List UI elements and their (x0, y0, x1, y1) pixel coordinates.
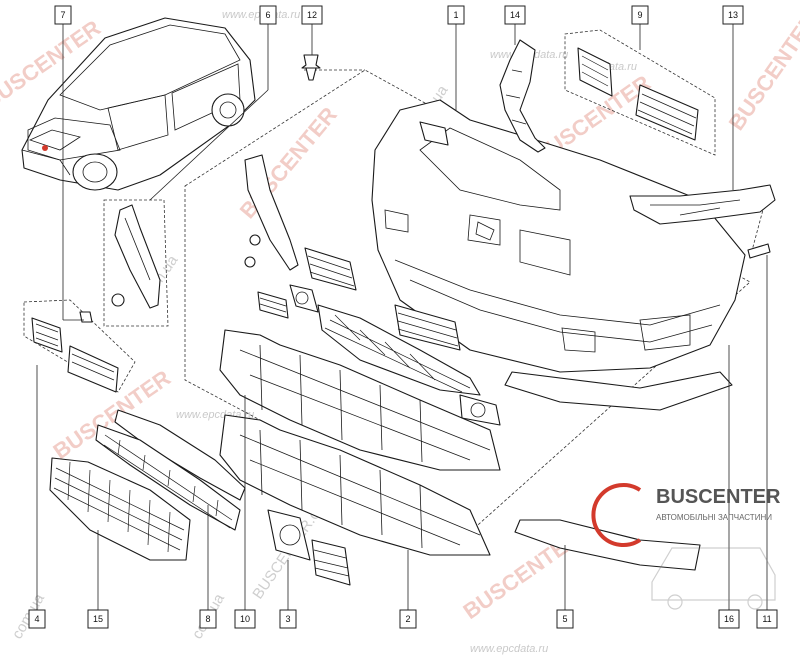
left-trim-strip (244, 154, 299, 271)
svg-text:14: 14 (510, 10, 520, 20)
svg-text:16: 16 (724, 614, 734, 624)
svg-text:12: 12 (307, 10, 317, 20)
clip-12 (301, 54, 321, 81)
car-illustration (21, 17, 256, 191)
watermark-brand: BUSCENTER (724, 8, 800, 135)
side-trim-frame (103, 199, 169, 327)
svg-text:8: 8 (205, 614, 210, 624)
callout-5: 5 (556, 609, 574, 629)
callout-4: 4 (28, 609, 46, 629)
upper-grilles (577, 47, 699, 141)
leader-lines (36, 24, 768, 610)
svg-text:13: 13 (728, 10, 738, 20)
callout-16: 16 (718, 609, 740, 629)
side-grilles (257, 247, 501, 443)
upper-grille-frame (564, 29, 716, 156)
svg-text:15: 15 (93, 614, 103, 624)
callout-14: 14 (504, 5, 526, 25)
front-bumper (371, 99, 746, 373)
callout-12: 12 (301, 5, 323, 25)
absorber-lower (219, 414, 491, 556)
callout-6: 6 (259, 5, 277, 25)
logo-subtitle: АВТОМОБІЛЬНІ ЗАПЧАСТИНИ (656, 513, 772, 522)
svg-text:9: 9 (637, 10, 642, 20)
side-strip-5 (514, 519, 701, 571)
callout-8: 8 (199, 609, 217, 629)
callout-7: 7 (54, 5, 72, 25)
side-trim (111, 204, 161, 309)
callout-10: 10 (234, 609, 256, 629)
fog-lamp-grilles (267, 509, 351, 586)
car-badge-icon (42, 145, 48, 151)
callout-9: 9 (631, 5, 649, 25)
callout-2: 2 (399, 609, 417, 629)
absorber-upper (219, 329, 501, 471)
svg-text:11: 11 (762, 614, 771, 624)
buscenter-logo: BUSCENTER АВТОМОБІЛЬНІ ЗАПЧАСТИНИ (591, 483, 781, 610)
callout-15: 15 (87, 609, 109, 629)
fog-grilles (31, 311, 119, 393)
bumper-lip (504, 371, 733, 411)
side-bracket (499, 39, 546, 153)
grille-strip-mid (114, 409, 246, 501)
svg-text:6: 6 (265, 10, 270, 20)
svg-text:10: 10 (240, 614, 250, 624)
svg-text:5: 5 (562, 614, 567, 624)
callout-11: 11 (756, 609, 778, 629)
bus-icon (651, 547, 776, 610)
fog-grille-frame (23, 299, 136, 393)
grille-strip-upper (317, 304, 481, 396)
bolt-11 (747, 243, 771, 259)
logo-mark-icon (591, 483, 642, 547)
main-assembly-frame (184, 69, 751, 533)
svg-text:2: 2 (405, 614, 410, 624)
callout-3: 3 (279, 609, 297, 629)
svg-text:1: 1 (453, 10, 458, 20)
svg-text:3: 3 (285, 614, 290, 624)
callout-1: 1 (447, 5, 465, 25)
honeycomb-grille (49, 457, 191, 561)
logo-name: BUSCENTER (656, 486, 781, 508)
svg-text:7: 7 (60, 10, 65, 20)
watermark-epcdata: www.epcdata.ru (470, 643, 548, 655)
svg-text:4: 4 (34, 614, 39, 624)
callout-13: 13 (722, 5, 744, 25)
